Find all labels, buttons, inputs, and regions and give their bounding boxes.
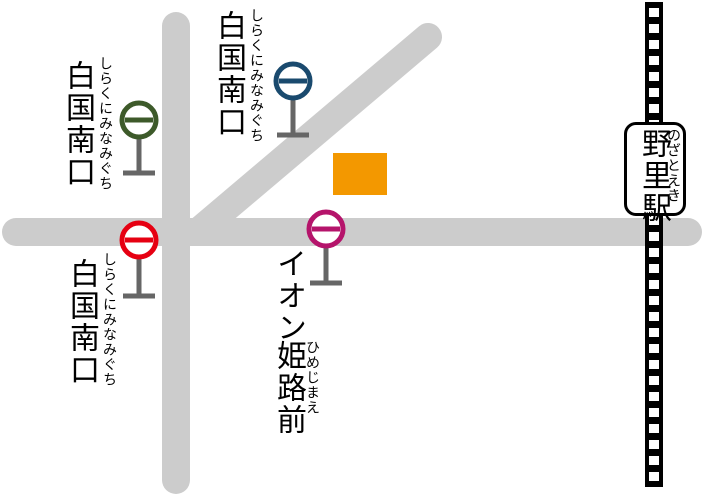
stop-reading-southwest: しらくにみなみぐち xyxy=(101,252,117,387)
stop-reading-north: しらくにみなみぐち xyxy=(248,8,264,143)
railway-tie xyxy=(649,328,659,337)
railway-tie xyxy=(649,104,659,113)
railway-tie xyxy=(649,360,659,369)
railway-tie xyxy=(649,40,659,49)
railway-tie xyxy=(649,344,659,353)
bus-stop-north[interactable] xyxy=(273,61,313,138)
railway-tie xyxy=(649,440,659,449)
railway-tie xyxy=(649,456,659,465)
railway-ties xyxy=(649,8,659,481)
railway-tie xyxy=(649,472,659,481)
railway-tie xyxy=(649,216,659,225)
station-reading: のざとえき xyxy=(665,128,681,203)
railway-tie xyxy=(649,408,659,417)
railway-tie xyxy=(649,24,659,33)
railway-tie xyxy=(649,392,659,401)
stop-name-aeon-line2: 姫路前 xyxy=(271,340,306,436)
stop-name-north: 白国南口 xyxy=(211,10,246,138)
stop-reading-northwest: しらくにみなみぐち xyxy=(97,56,113,191)
station-label-box[interactable] xyxy=(624,122,686,216)
railway-tie xyxy=(649,56,659,65)
stop-name-aeon-line1: イオン xyxy=(271,248,306,344)
stop-name-southwest: 白国南口 xyxy=(64,258,99,386)
bus-stop-aeon[interactable] xyxy=(306,209,346,286)
railway-tie xyxy=(649,296,659,305)
bus-stop-northwest[interactable] xyxy=(119,100,159,176)
railway-tie xyxy=(649,280,659,289)
railway-tie xyxy=(649,232,659,241)
railway-tie xyxy=(649,264,659,273)
railway-tie xyxy=(649,88,659,97)
orange-square-landmark xyxy=(333,153,387,195)
railway xyxy=(645,2,663,487)
railway-tie xyxy=(649,312,659,321)
station-name: 野里駅 xyxy=(636,128,671,224)
stop-name-northwest: 白国南口 xyxy=(60,60,95,188)
railway-tie xyxy=(649,376,659,385)
bus-stop-southwest[interactable] xyxy=(119,220,159,299)
railway-tie xyxy=(649,424,659,433)
diagonal-road xyxy=(186,23,442,244)
railway-tie xyxy=(649,8,659,17)
railway-tie xyxy=(649,248,659,257)
stop-reading-aeon: ひめじまえ xyxy=(304,340,320,415)
railway-tie xyxy=(649,72,659,81)
